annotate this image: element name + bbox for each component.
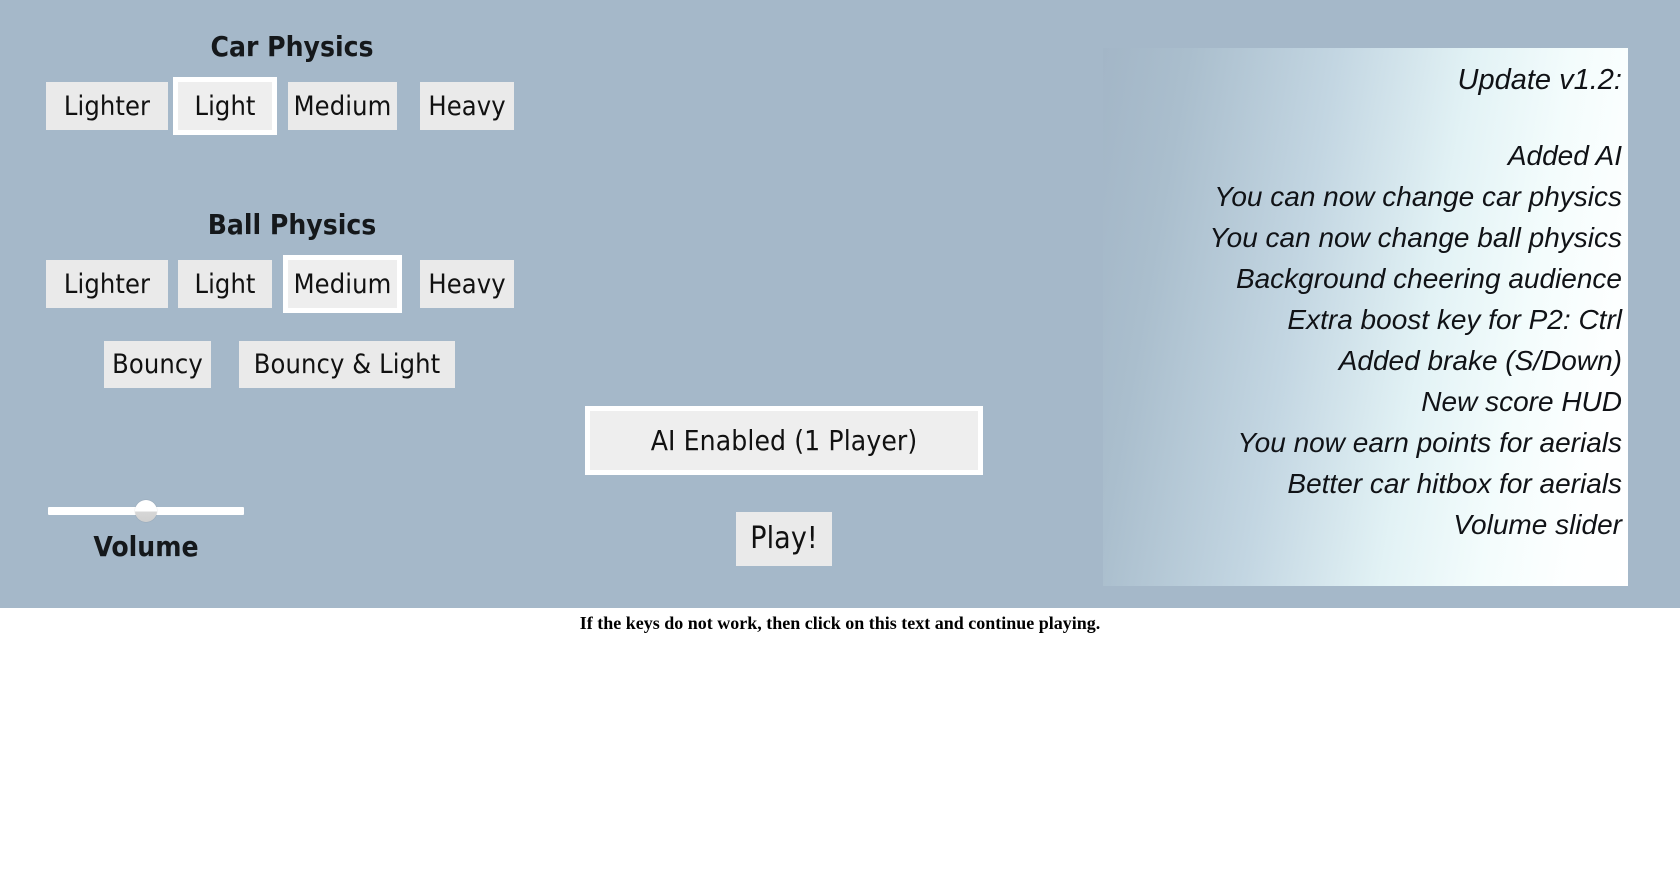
update-line: Better car hitbox for aerials — [1287, 468, 1622, 499]
car-physics-title: Car Physics — [210, 30, 374, 63]
car-physics-heavy-button[interactable]: Heavy — [420, 82, 514, 130]
update-line: New score HUD — [1421, 386, 1622, 417]
ai-enabled-toggle-button[interactable]: AI Enabled (1 Player) — [590, 411, 978, 470]
update-line: Extra boost key for P2: Ctrl — [1287, 304, 1622, 335]
update-line: Added brake (S/Down) — [1338, 345, 1622, 376]
game-canvas[interactable]: Car Physics Lighter Light Medium Heavy B… — [0, 0, 1680, 608]
update-line: You can now change ball physics — [1209, 222, 1623, 253]
update-line: Added AI — [1507, 140, 1622, 171]
volume-slider[interactable] — [48, 500, 244, 522]
play-button[interactable]: Play! — [736, 512, 832, 566]
ball-physics-bouncy-button[interactable]: Bouncy — [104, 341, 211, 388]
ball-physics-heavy-button[interactable]: Heavy — [420, 260, 514, 308]
car-physics-lighter-button[interactable]: Lighter — [46, 82, 168, 130]
ball-physics-bouncy-and-light-button[interactable]: Bouncy & Light — [239, 341, 455, 388]
volume-label: Volume — [93, 530, 199, 563]
update-line: Volume slider — [1453, 509, 1622, 540]
update-line: Background cheering audience — [1235, 263, 1622, 294]
ball-physics-title: Ball Physics — [207, 208, 377, 241]
keyboard-focus-hint-text[interactable]: If the keys do not work, then click on t… — [579, 613, 1101, 633]
car-physics-light-button[interactable]: Light — [178, 82, 272, 130]
volume-slider-thumb[interactable] — [135, 500, 157, 522]
car-physics-medium-button[interactable]: Medium — [288, 82, 397, 130]
ball-physics-light-button[interactable]: Light — [178, 260, 272, 308]
update-changelog-panel: Update v1.2: Added AI You can now change… — [1103, 48, 1628, 586]
update-line: You can now change car physics — [1214, 181, 1622, 212]
ball-physics-medium-button[interactable]: Medium — [288, 260, 397, 308]
update-line: You now earn points for aerials — [1237, 427, 1622, 458]
ball-physics-lighter-button[interactable]: Lighter — [46, 260, 168, 308]
update-panel-heading: Update v1.2: — [1457, 64, 1622, 96]
